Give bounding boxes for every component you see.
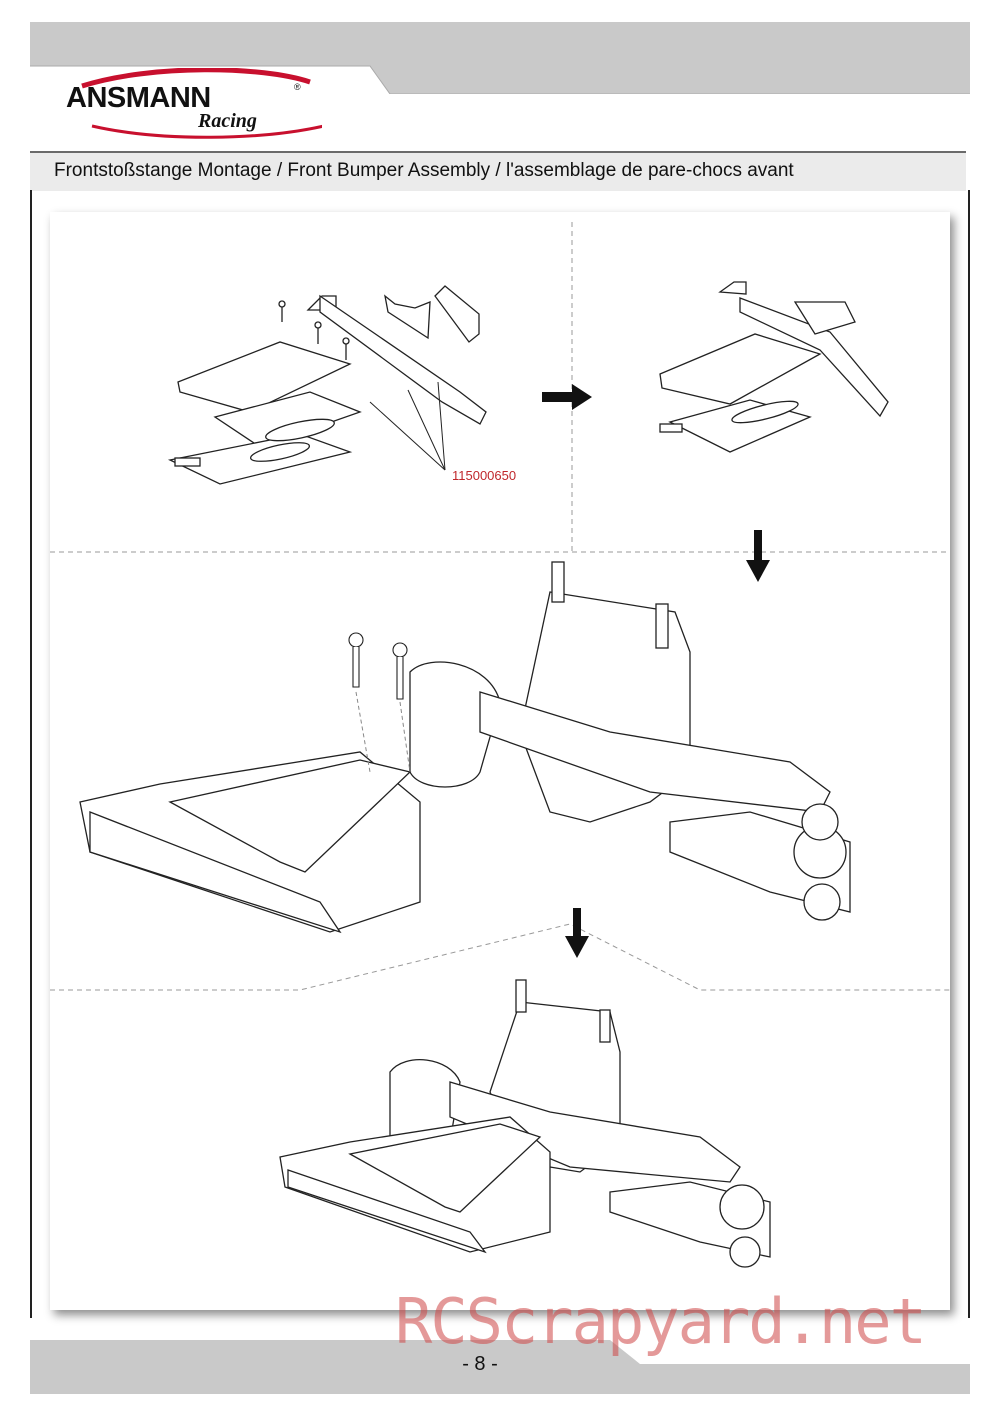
arrow-down-icon xyxy=(565,908,589,958)
part-number-label: 115000650 xyxy=(452,468,517,483)
step4-final-assembly xyxy=(279,979,771,1268)
footer-bar xyxy=(30,1340,970,1394)
brand-name: ANSMANN xyxy=(66,82,211,114)
assembly-diagram xyxy=(50,222,950,1268)
arrow-down-icon xyxy=(746,530,770,582)
section-title: Frontstoßstange Montage / Front Bumper A… xyxy=(54,160,794,181)
brand-sub: Racing xyxy=(198,110,257,132)
arrow-right-icon xyxy=(542,384,592,410)
page-number: - 8 - xyxy=(462,1353,498,1375)
registered-mark: ® xyxy=(294,82,301,92)
step3-exploded-chassis xyxy=(79,561,851,934)
step2-assembled-bumper xyxy=(659,281,889,453)
section-heading: Frontstoßstange Montage / Front Bumper A… xyxy=(30,151,966,191)
watermark: RCScrapyard.net xyxy=(395,1285,927,1358)
content-frame xyxy=(30,190,970,1318)
step1-exploded-bumper xyxy=(167,285,487,485)
ansmann-racing-logo: ANSMANN ® Racing xyxy=(62,68,322,143)
header-bar xyxy=(30,22,970,94)
